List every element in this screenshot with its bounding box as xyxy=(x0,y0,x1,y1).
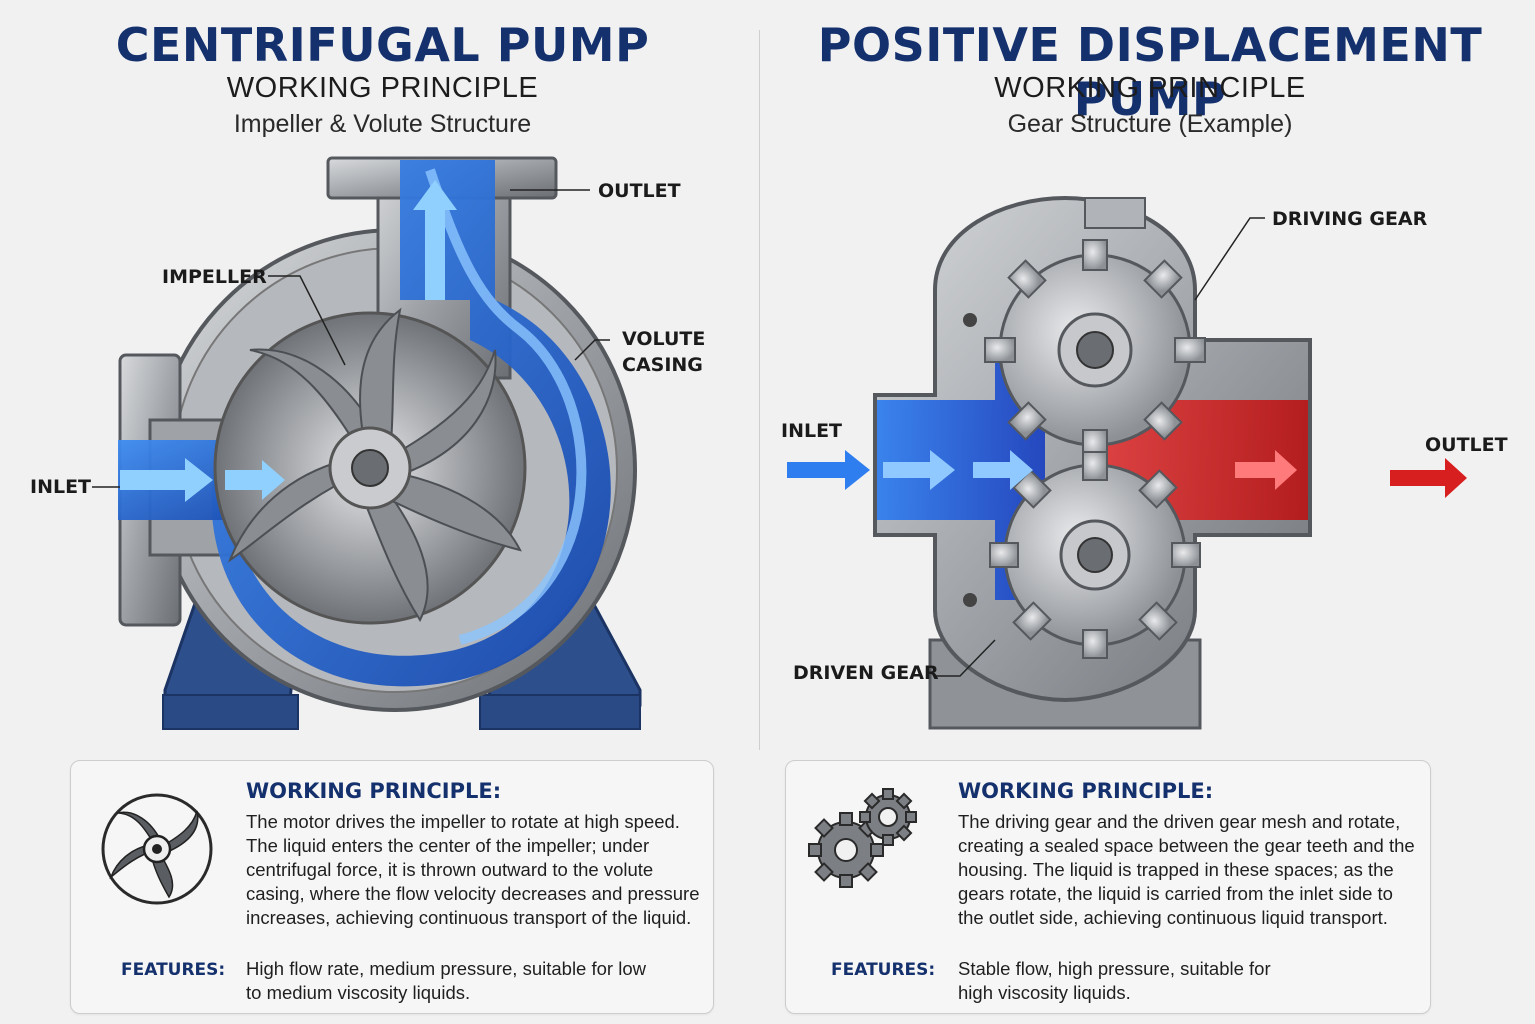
pd-info-box: WORKING PRINCIPLE: The driving gear and … xyxy=(785,760,1431,1014)
positive-displacement-panel: POSITIVE DISPLACEMENT PUMP WORKING PRINC… xyxy=(765,0,1535,1024)
pd-subtitle: WORKING PRINCIPLE xyxy=(994,72,1306,104)
driven-gear xyxy=(989,451,1201,659)
impeller-label: IMPELLER xyxy=(162,266,267,288)
inlet-label: INLET xyxy=(30,476,92,498)
driven-gear-label: DRIVEN GEAR xyxy=(793,662,939,684)
pd-outlet-label: OUTLET xyxy=(1425,434,1508,456)
centrifugal-features-text: High flow rate, medium pressure, suitabl… xyxy=(246,958,646,1003)
centrifugal-structure-caption: Impeller & Volute Structure xyxy=(233,110,532,138)
gears-icon xyxy=(808,788,917,888)
centrifugal-info-box: WORKING PRINCIPLE: The motor drives the … xyxy=(70,760,714,1014)
pd-wp-body: The driving gear and the driven gear mes… xyxy=(958,811,1415,928)
impeller xyxy=(213,307,527,625)
panel-divider xyxy=(759,30,760,750)
pd-title: POSITIVE DISPLACEMENT PUMP xyxy=(817,18,1483,126)
impeller-icon xyxy=(101,793,213,905)
centrifugal-title: CENTRIFUGAL PUMP xyxy=(115,18,650,72)
gear-leader-lines xyxy=(935,217,1265,677)
pd-features-label: FEATURES: xyxy=(831,960,936,980)
centrifugal-wp-heading: WORKING PRINCIPLE: xyxy=(246,779,502,803)
volute-label-line1: VOLUTE xyxy=(622,328,706,350)
pd-wp-heading: WORKING PRINCIPLE: xyxy=(958,779,1214,803)
driving-gear xyxy=(984,239,1206,461)
centrifugal-subtitle: WORKING PRINCIPLE xyxy=(226,72,539,104)
volute-label-line2: CASING xyxy=(622,354,703,376)
driving-gear-label: DRIVING GEAR xyxy=(1272,208,1428,230)
centrifugal-pump-diagram xyxy=(92,156,642,730)
outlet-label: OUTLET xyxy=(598,180,681,202)
flow-arrows xyxy=(120,180,457,502)
volute-casing-label: VOLUTE CASING xyxy=(622,326,705,378)
gear-pump-diagram xyxy=(787,195,1467,730)
pd-inlet-label: INLET xyxy=(781,420,843,442)
leader-lines xyxy=(92,189,610,488)
centrifugal-features-label: FEATURES: xyxy=(121,960,226,980)
pd-structure-caption: Gear Structure (Example) xyxy=(1007,110,1293,138)
gear-flow-arrows xyxy=(787,450,1467,498)
centrifugal-wp-body: The motor drives the impeller to rotate … xyxy=(246,811,700,928)
centrifugal-panel: CENTRIFUGAL PUMP WORKING PRINCIPLE Impel… xyxy=(0,0,765,1024)
pd-features-text: Stable flow, high pressure, suitable for… xyxy=(958,958,1271,1003)
